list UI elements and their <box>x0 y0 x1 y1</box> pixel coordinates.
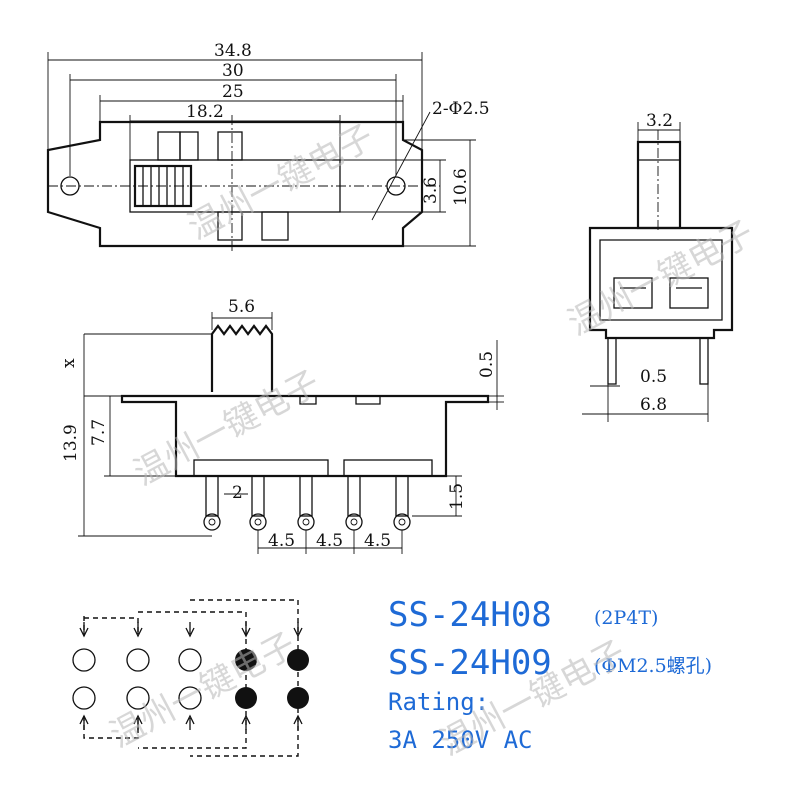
end-view: 3.2 0.5 6.8 <box>582 111 734 422</box>
terminal-open <box>126 686 150 710</box>
dim-pitch-2: 4.5 <box>316 531 343 551</box>
side-view-pins <box>203 475 411 531</box>
terminal-open <box>178 648 202 672</box>
end-view-pin-left <box>607 337 617 385</box>
watermark-text: 温州一键电子 <box>181 117 380 248</box>
product-info: SS-24H08 (2P4T) SS-24H09 (ΦM2.5螺孔) Ratin… <box>388 595 712 754</box>
terminal-closed <box>287 687 309 709</box>
dim-plate-thickness: 0.5 <box>477 351 497 378</box>
model-note-2: (ΦM2.5螺孔) <box>594 655 712 677</box>
dim-actuator-width: 3.2 <box>646 111 673 131</box>
end-view-body <box>588 226 734 340</box>
top-view: 34.8 30 25 18.2 2-Φ2.5 3.6 10.6 <box>46 41 490 252</box>
watermark-text: 温州一键电子 <box>127 363 326 494</box>
dim-pin-length: 1.5 <box>447 483 467 510</box>
dim-body-height: 7.7 <box>89 419 109 446</box>
dim-pitch-3: 4.5 <box>364 531 391 551</box>
terminal-open <box>72 686 96 710</box>
dim-pin-spacing: 6.8 <box>640 395 667 415</box>
terminal-open <box>126 648 150 672</box>
rating-value: 3A 250V AC <box>388 726 533 754</box>
dim-actuator-height: 5.6 <box>228 297 255 317</box>
end-view-pin-right <box>699 337 709 385</box>
terminal-closed <box>287 649 309 671</box>
model-name-2: SS-24H09 <box>388 643 552 683</box>
terminal-open <box>72 648 96 672</box>
side-view: 5.6 x 0.5 7.7 13.9 2 1.5 4.5 4.5 4.5 <box>59 297 504 554</box>
terminal-closed <box>235 687 257 709</box>
watermark-text: 温州一键电子 <box>103 625 302 756</box>
side-view-actuator <box>210 324 274 392</box>
dim-pin-width: 2 <box>232 483 243 503</box>
watermark-text: 温州一键电子 <box>561 213 760 344</box>
dim-slot-length: 18.2 <box>186 102 224 122</box>
dim-total-height: 10.6 <box>451 168 471 206</box>
dim-pin-thickness: 0.5 <box>640 367 667 387</box>
dim-overall-height: 13.9 <box>61 424 81 462</box>
end-view-actuator <box>636 140 682 230</box>
circuit-schematic <box>72 599 309 757</box>
dim-x: x <box>59 358 79 368</box>
model-name-1: SS-24H08 <box>388 595 552 635</box>
dim-pitch-1: 4.5 <box>268 531 295 551</box>
actuator-knurl <box>133 164 193 208</box>
terminal-open <box>178 686 202 710</box>
dim-mount-spacing: 30 <box>222 61 244 81</box>
model-note-1: (2P4T) <box>594 607 658 629</box>
terminal-closed <box>235 649 257 671</box>
dim-hole-diameter: 2-Φ2.5 <box>432 99 490 119</box>
dim-body-length: 25 <box>222 82 244 102</box>
dim-slot-height: 3.6 <box>421 177 441 204</box>
dim-overall-width: 34.8 <box>214 41 252 61</box>
rating-label: Rating: <box>388 688 489 716</box>
